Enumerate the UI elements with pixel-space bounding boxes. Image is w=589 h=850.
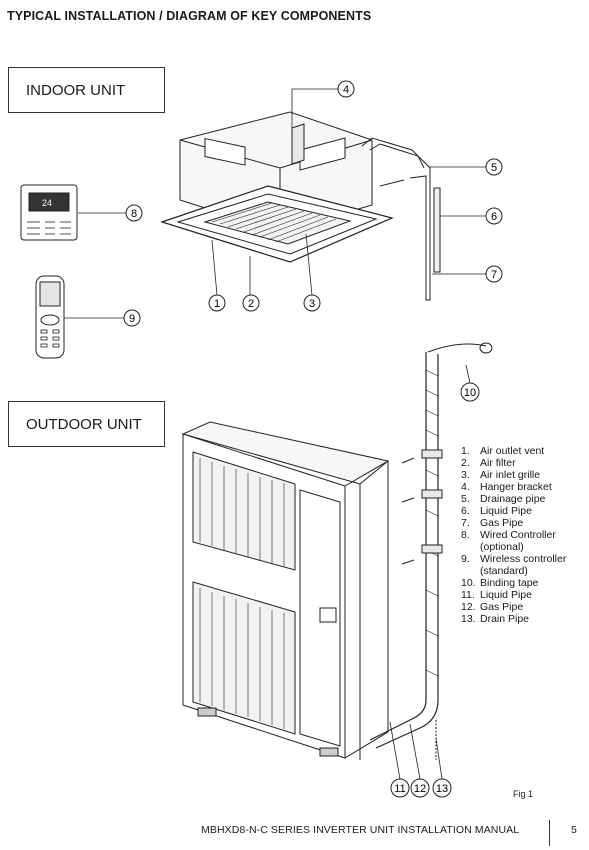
- svg-text:12: 12: [414, 783, 426, 795]
- page-number: 5: [571, 824, 577, 836]
- callout-10: 10: [460, 382, 480, 402]
- legend-item: 9.Wireless controller: [461, 553, 567, 565]
- svg-text:1: 1: [214, 298, 220, 310]
- legend-item: 5.Drainage pipe: [461, 493, 546, 505]
- legend-item: 8.Wired Controller: [461, 529, 556, 541]
- page-title: TYPICAL INSTALLATION / DIAGRAM OF KEY CO…: [7, 9, 372, 23]
- legend-item: 10.Binding tape: [461, 577, 539, 589]
- svg-text:8: 8: [131, 208, 137, 220]
- legend-item: (optional): [480, 541, 524, 553]
- legend-item: 12.Gas Pipe: [461, 601, 524, 613]
- callout-5: 5: [485, 158, 503, 176]
- callout-3: 3: [303, 294, 321, 312]
- svg-text:5: 5: [491, 162, 497, 174]
- svg-text:4: 4: [343, 84, 349, 96]
- callout-8: 8: [125, 204, 143, 222]
- callout-4: 4: [337, 80, 355, 98]
- footer-text: MBHXD8-N-C SERIES INVERTER UNIT INSTALLA…: [201, 824, 520, 836]
- legend-item: 6.Liquid Pipe: [461, 505, 532, 517]
- legend-item: 13.Drain Pipe: [461, 613, 530, 625]
- callout-6: 6: [485, 207, 503, 225]
- callouts: 1 2 3 4 5 6 7 8 9 10 11 12 13: [123, 80, 503, 798]
- footer-divider: [549, 820, 550, 846]
- indoor-cassette-unit: [160, 111, 441, 301]
- legend-item: 4.Hanger bracket: [461, 481, 552, 493]
- svg-text:9: 9: [129, 313, 135, 325]
- legend-item: 3.Air inlet grille: [461, 469, 541, 481]
- callout-12: 12: [410, 778, 430, 798]
- controller-display-text: 24: [42, 198, 52, 208]
- outdoor-unit-label: OUTDOOR UNIT: [8, 401, 165, 447]
- wireless-remote: [35, 275, 65, 359]
- svg-text:6: 6: [491, 211, 497, 223]
- wired-controller: [20, 184, 78, 241]
- component-legend: 1.Air outlet vent 2.Air filter 3.Air inl…: [461, 445, 566, 625]
- leader-lines: [64, 88, 486, 780]
- outdoor-unit-label-text: OUTDOOR UNIT: [26, 415, 142, 433]
- pipe-bundle: [369, 342, 493, 760]
- svg-text:3: 3: [309, 298, 315, 310]
- svg-text:10: 10: [464, 387, 476, 399]
- indoor-unit-label: INDOOR UNIT: [8, 67, 165, 113]
- callout-1: 1: [208, 294, 226, 312]
- callout-2: 2: [242, 294, 260, 312]
- legend-item: 11.Liquid Pipe: [461, 589, 532, 601]
- legend-item: (standard): [480, 565, 528, 577]
- legend-item: 1.Air outlet vent: [461, 445, 545, 457]
- svg-text:11: 11: [394, 783, 405, 795]
- callout-9: 9: [123, 309, 141, 327]
- figure-label: Fig 1: [513, 789, 534, 799]
- callout-11: 11: [390, 778, 410, 798]
- callout-7: 7: [485, 265, 503, 283]
- callout-13: 13: [432, 778, 452, 798]
- svg-text:13: 13: [436, 783, 448, 795]
- outdoor-unit: [181, 421, 415, 760]
- legend-item: 2.Air filter: [461, 457, 516, 469]
- legend-item: 7.Gas Pipe: [461, 517, 524, 529]
- svg-text:2: 2: [248, 298, 254, 310]
- svg-text:7: 7: [491, 269, 497, 281]
- indoor-unit-label-text: INDOOR UNIT: [26, 81, 126, 99]
